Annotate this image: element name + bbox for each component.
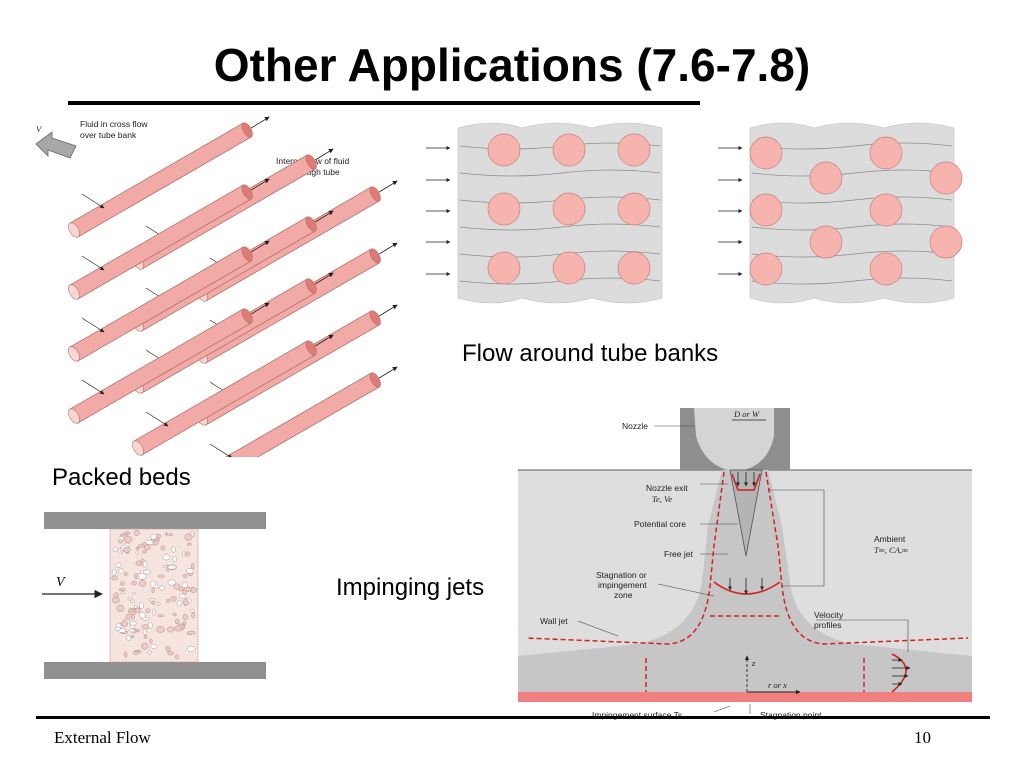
top-wall: [44, 512, 266, 529]
stagnation-zone-label-line2: impingement: [598, 580, 647, 590]
axis-z-label: z: [751, 658, 756, 668]
cylinder: [929, 161, 963, 195]
nozzle-exit-label: Nozzle exit: [646, 483, 688, 493]
cylinder: [552, 192, 586, 226]
stagnation-zone-label-line3: zone: [614, 590, 633, 600]
tube-bank-3d-figure: V Fluid in cross flow over tube bank Int…: [35, 116, 398, 457]
tube: [209, 366, 398, 457]
staggered-tube-bank: [718, 122, 963, 304]
cylinder: [552, 251, 586, 285]
cylinder: [487, 251, 521, 285]
footer-rule: [36, 716, 990, 719]
packed-bed-figure: V: [42, 512, 266, 679]
tube: [68, 302, 270, 424]
impinging-jet-figure: z r or x D or W Nozzle Nozzle exit Te, V…: [518, 408, 972, 720]
stagnation-zone-label-line1: Stagnation or: [596, 570, 647, 580]
caption-tube-banks: Flow around tube banks: [462, 340, 719, 367]
cylinder: [869, 252, 903, 286]
cylinder: [749, 193, 783, 227]
cylinder: [809, 225, 843, 259]
tube-group: [68, 116, 398, 457]
tube: [68, 116, 270, 238]
cylinder: [487, 192, 521, 226]
internal-flow-label-line2: through tube: [292, 167, 340, 177]
nozzle-label: Nozzle: [622, 421, 648, 431]
exit-conditions-label: Te, Ve: [652, 494, 672, 504]
cylinder: [929, 225, 963, 259]
velocity-profiles-label-line2: profiles: [814, 620, 841, 630]
cylinder: [617, 192, 651, 226]
packing-particles: [111, 530, 198, 660]
velocity-arrow-icon: [35, 131, 77, 159]
velocity-profiles-label-line1: Velocity: [814, 610, 844, 620]
tube: [68, 240, 270, 362]
cylinder: [749, 252, 783, 286]
free-jet-label: Free jet: [664, 549, 693, 559]
cross-flow-label-line2: over tube bank: [80, 130, 137, 140]
impingement-surface-label: Impingement surface Ts: [592, 710, 682, 720]
cylinder: [749, 136, 783, 170]
caption-packed-beds: Packed beds: [52, 464, 191, 491]
cylinder: [617, 133, 651, 167]
cylinder: [487, 133, 521, 167]
caption-impinging-jets: Impinging jets: [336, 574, 485, 601]
footer-page-number: 10: [914, 728, 931, 747]
velocity-label: V: [36, 124, 43, 134]
tube: [132, 334, 334, 456]
cross-flow-label-line1: Fluid in cross flow: [80, 119, 148, 129]
bottom-wall: [44, 662, 266, 679]
ambient-conditions-label: T∞, CA,∞: [874, 545, 908, 555]
stagnation-point-label: Stagnation point: [760, 710, 822, 720]
cylinder: [552, 133, 586, 167]
cylinder: [869, 136, 903, 170]
axis-r-label: r or x: [768, 680, 787, 690]
tube-bank-flow-figure: [426, 122, 963, 304]
wall-jet-label: Wall jet: [540, 616, 568, 626]
cylinder: [809, 161, 843, 195]
ambient-label: Ambient: [874, 534, 906, 544]
tube: [68, 178, 270, 300]
cylinder: [617, 251, 651, 285]
footer-course-title: External Flow: [54, 728, 151, 747]
packed-bed-velocity-label: V: [56, 575, 66, 590]
nozzle-width-label: D or W: [733, 409, 760, 419]
inline-tube-bank: [426, 122, 663, 304]
potential-core-label: Potential core: [634, 519, 686, 529]
title-underline: [68, 101, 700, 105]
cylinder: [869, 193, 903, 227]
slide-title: Other Applications (7.6-7.8): [213, 39, 811, 91]
